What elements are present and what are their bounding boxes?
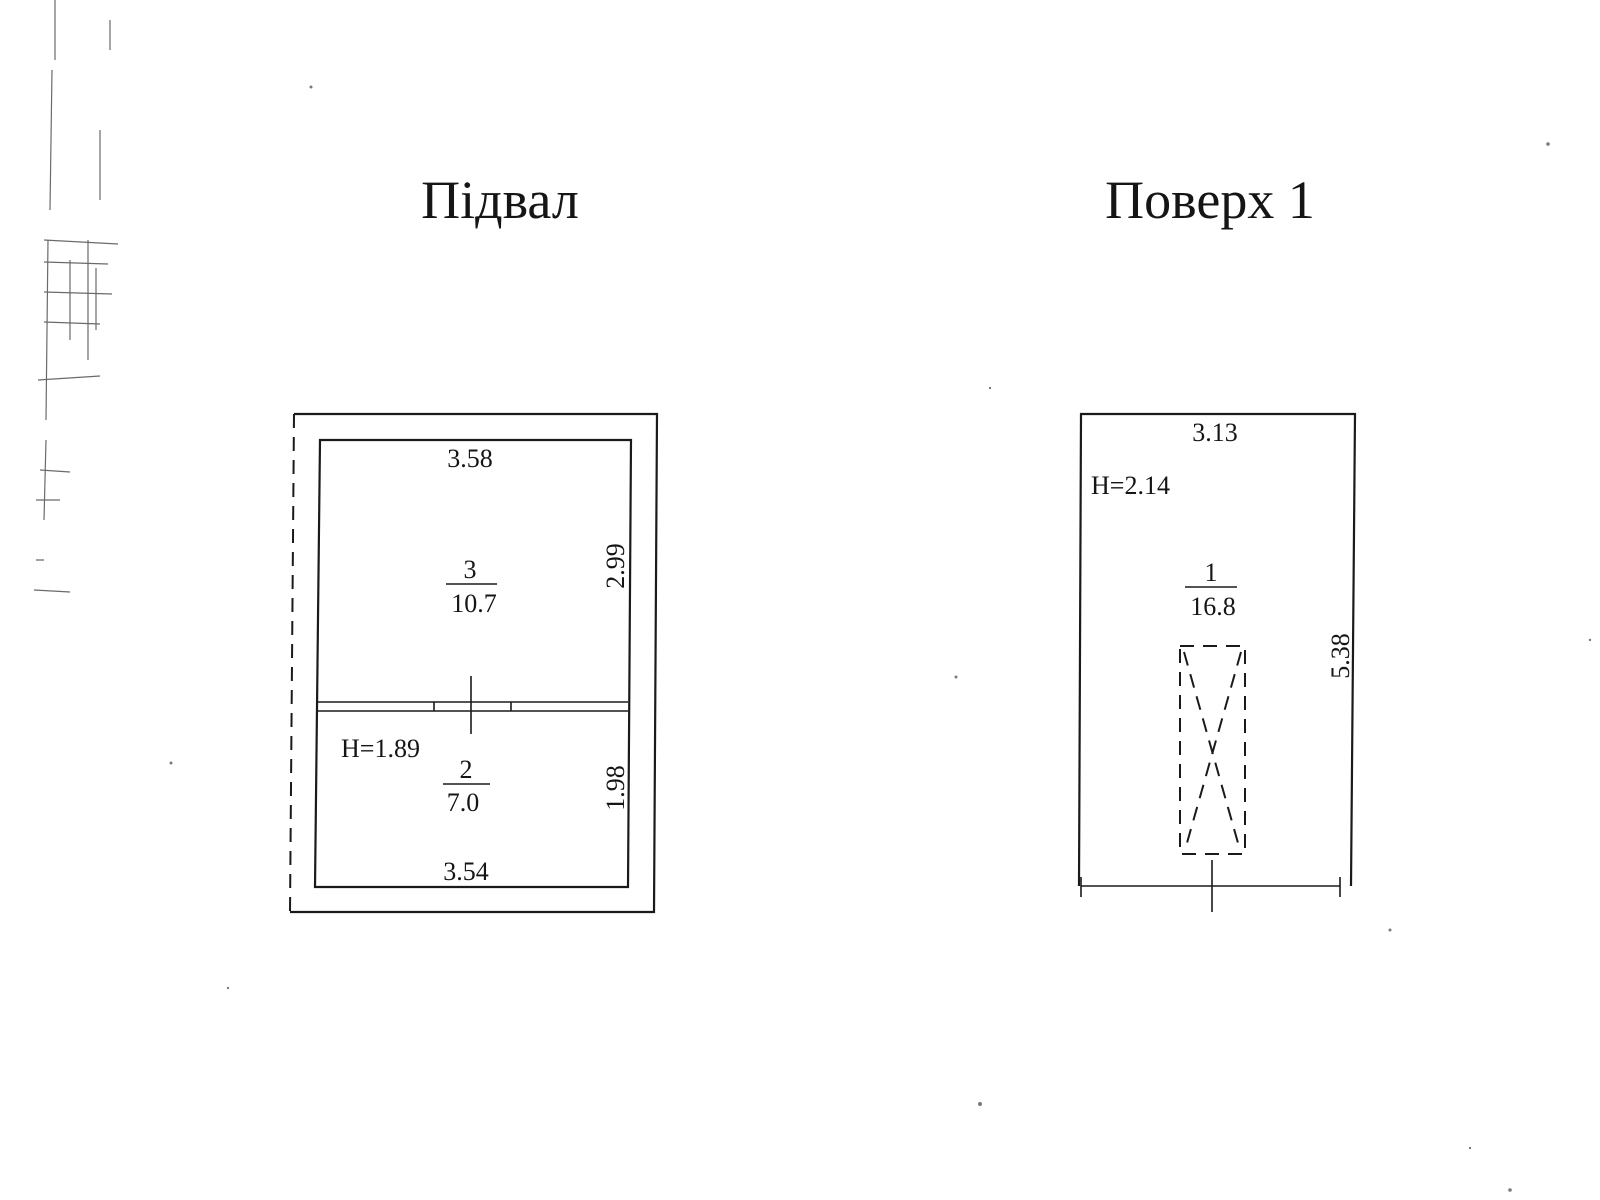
room-1-number: 1: [1205, 558, 1218, 587]
floor-1-title: Поверх 1: [1105, 170, 1315, 230]
scan-specks: [169, 85, 1592, 1192]
scan-margin-marks: [33, 0, 119, 593]
room-2-area: 7.0: [447, 788, 480, 817]
basement-plan: Підвал 3.58 3 10.7 2.99 H=1.89 2 7.0 1.9…: [289, 170, 659, 914]
basement-outer-wall: [290, 412, 659, 914]
floor-1-plan: Поверх 1 3.13 H=2.14 1 16.8 5.38: [1077, 170, 1357, 912]
floor-1-dimension-line: [1080, 860, 1341, 912]
room-2-number: 2: [460, 755, 473, 784]
basement-partition: [318, 676, 628, 734]
basement-height: H=1.89: [341, 734, 420, 763]
room-3-length: 2.99: [601, 543, 630, 589]
room-2-length: 1.98: [601, 765, 630, 811]
room-3-width: 3.58: [447, 444, 493, 473]
room-3-number: 3: [464, 555, 477, 584]
basement-outer-wall-dashed: [289, 413, 295, 913]
room-2-width: 3.54: [443, 857, 489, 886]
staircase-opening: [1179, 645, 1246, 855]
basement-inner-wall: [313, 438, 633, 889]
room-1-area: 16.8: [1190, 592, 1236, 621]
room-1-length: 5.38: [1326, 633, 1355, 679]
basement-title: Підвал: [421, 170, 579, 230]
room-3-area: 10.7: [451, 589, 497, 618]
floor-1-outer-wall: [1077, 412, 1357, 887]
room-1-width: 3.13: [1192, 418, 1238, 447]
floor-1-height: H=2.14: [1091, 471, 1170, 500]
